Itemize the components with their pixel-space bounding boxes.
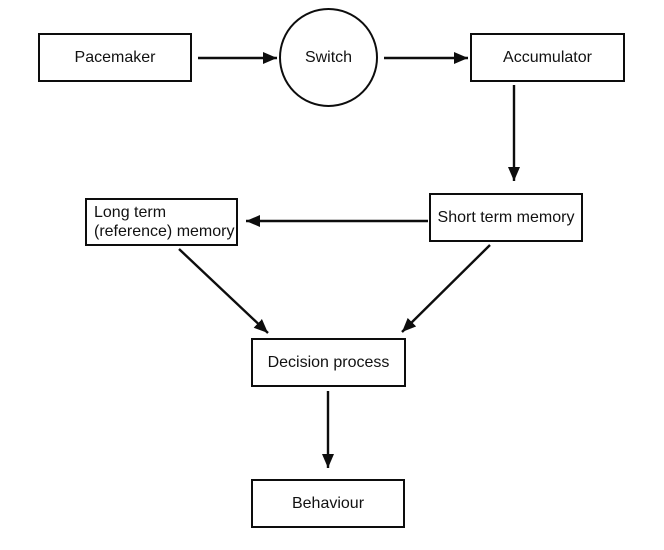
node-switch-label: Switch: [304, 49, 353, 66]
node-decision-process-label: Decision process: [267, 354, 390, 371]
node-switch: Switch: [279, 8, 378, 107]
node-long-term-memory: Long term (reference) memory: [85, 198, 238, 246]
node-short-term-memory: Short term memory: [429, 193, 583, 242]
node-behaviour: Behaviour: [251, 479, 405, 528]
node-accumulator: Accumulator: [470, 33, 625, 82]
arrow-long-term-memory-to-decision-process: [178, 248, 269, 334]
node-long-term-memory-label-line2: (reference) memory: [94, 223, 235, 240]
node-pacemaker-label: Pacemaker: [74, 49, 156, 66]
node-decision-process: Decision process: [251, 338, 406, 387]
node-behaviour-label: Behaviour: [291, 495, 365, 512]
node-accumulator-label: Accumulator: [503, 49, 592, 66]
arrow-short-term-memory-to-decision-process: [401, 244, 491, 333]
node-long-term-memory-label-line1: Long term: [94, 204, 167, 221]
node-pacemaker: Pacemaker: [38, 33, 192, 82]
node-short-term-memory-label: Short term memory: [437, 209, 575, 226]
